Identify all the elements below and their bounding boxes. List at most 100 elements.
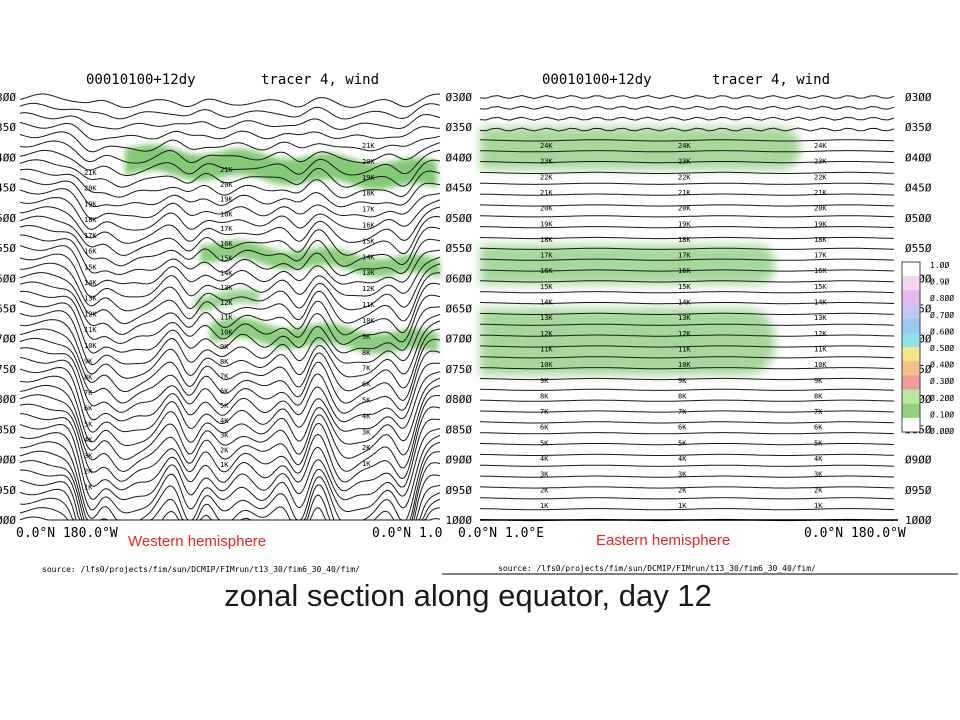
contour-label: 20K	[362, 158, 375, 166]
contour-label: 12K	[678, 330, 691, 338]
contour-line	[19, 290, 441, 345]
west-x-end-label: 0.0°N 1.0	[372, 526, 442, 541]
east-x-end-label: 0.0°N 180.0°W	[804, 526, 906, 541]
contour-label: 22K	[678, 173, 691, 181]
contour-label: 7K	[814, 408, 823, 416]
contour-line	[479, 334, 895, 337]
contour-line	[479, 269, 895, 272]
contour-label: 17K	[540, 252, 553, 260]
contour-line	[479, 367, 895, 370]
contour-label: 10K	[362, 317, 375, 325]
contour-label: 16K	[814, 267, 827, 275]
contour-label: 17K	[220, 225, 233, 233]
contour-label: 24K	[678, 142, 691, 150]
colorbar-label: Ø.1ØØ	[930, 409, 954, 419]
east-title-field: tracer 4, wind	[712, 72, 830, 88]
contour-line	[479, 139, 895, 142]
contour-label: 6K	[678, 424, 687, 432]
contour-line	[479, 150, 895, 153]
contour-line	[19, 122, 440, 141]
y-tick-label: Ø45Ø	[0, 182, 16, 195]
colorbar-swatch	[902, 304, 920, 320]
contour-line	[479, 193, 895, 196]
y-tick-label: Ø65Ø	[0, 303, 16, 316]
west-y-axis: Ø3ØØØ35ØØ4ØØØ45ØØ5ØØØ55ØØ6ØØØ65ØØ7ØØØ75Ø…	[0, 91, 16, 527]
contour-label: 8K	[220, 358, 229, 366]
contour-line	[19, 375, 441, 446]
contour-line	[479, 475, 895, 478]
y-tick-label: Ø5ØØ	[0, 212, 16, 225]
contour-label: 2K	[84, 468, 93, 476]
contour-label: 20K	[84, 185, 97, 193]
contour-label: 13K	[84, 295, 97, 303]
contour-line	[19, 102, 441, 120]
contour-label: 4K	[220, 417, 229, 425]
y-tick-label: Ø3ØØ	[0, 91, 16, 104]
contour-label: 13K	[540, 314, 553, 322]
colorbar-swatch	[902, 332, 920, 348]
contour-line	[479, 247, 895, 250]
contour-line	[479, 204, 895, 207]
y-tick-label: Ø55Ø	[905, 242, 932, 255]
contour-label: 11K	[220, 314, 233, 322]
y-tick-label: Ø4ØØ	[0, 151, 16, 164]
contour-label: 16K	[84, 248, 97, 256]
colorbar-label: Ø.7ØØ	[930, 310, 954, 320]
y-tick-label: Ø35Ø	[446, 121, 473, 134]
contour-line	[479, 410, 895, 413]
y-tick-label: Ø4ØØ	[446, 151, 473, 164]
contour-line	[479, 182, 895, 185]
contour-line	[19, 168, 441, 199]
colorbar-label: Ø.8ØØ	[930, 293, 954, 303]
contour-label: 3K	[362, 428, 371, 436]
contour-label: 10K	[540, 361, 553, 369]
contour-label: 4K	[84, 436, 93, 444]
contour-label: 5K	[362, 396, 371, 404]
tracer-layer	[480, 308, 775, 375]
contour-line	[19, 159, 441, 188]
contour-line	[19, 188, 441, 220]
contour-label: 19K	[540, 220, 553, 228]
contour-label: 6K	[84, 405, 93, 413]
contour-line	[479, 280, 895, 283]
contour-line	[479, 161, 895, 164]
contour-line	[19, 178, 441, 208]
contour-label: 3K	[84, 452, 93, 460]
contour-label: 11K	[678, 345, 691, 353]
contour-line	[479, 105, 895, 110]
contour-line	[479, 421, 895, 424]
contour-label: 10K	[814, 361, 827, 369]
contour-label: 19K	[814, 220, 827, 228]
contour-label: 18K	[678, 236, 691, 244]
eastern-hemisphere-label: Eastern hemisphere	[596, 532, 731, 549]
contour-line	[19, 394, 441, 472]
west-contour-labels: 21K20K19K18K17K16K15K14K13K12K11K10K9K8K…	[84, 142, 375, 491]
contour-label: 14K	[540, 299, 553, 307]
contour-line	[19, 281, 441, 336]
east-contour-lines	[479, 94, 898, 522]
west-panel: 00010100+12dy tracer 4, wind 21K20K19K18…	[0, 72, 442, 574]
y-tick-label: 1ØØØ	[0, 514, 16, 527]
east-contour-labels: 24K23K22K21K20K19K18K17K16K15K14K13K12K1…	[540, 142, 827, 510]
contour-line	[19, 432, 441, 514]
contour-label: 9K	[362, 333, 371, 341]
contour-label: 16K	[220, 240, 233, 248]
contour-label: 1K	[220, 461, 229, 469]
contour-label: 8K	[814, 392, 823, 400]
contour-label: 3K	[678, 471, 687, 479]
east-source: source: /lfs0/projects/fim/sun/DCMIP/FIM…	[498, 564, 816, 573]
contour-label: 19K	[220, 196, 233, 204]
contour-label: 2K	[814, 486, 823, 494]
east-x-start-label: 0.0°N 1.0°E	[458, 526, 544, 541]
y-tick-label: Ø8ØØ	[0, 393, 16, 406]
contour-line	[19, 140, 441, 164]
y-tick-label: Ø55Ø	[446, 242, 473, 255]
contour-label: 21K	[678, 189, 691, 197]
contour-label: 1K	[678, 502, 687, 510]
contour-label: 20K	[678, 205, 691, 213]
colorbar: 1.ØØØ.9ØØ.8ØØØ.7ØØØ.6ØØØ.5ØØØ.4ØØØ.3ØØØ.…	[901, 260, 954, 436]
y-tick-label: Ø95Ø	[905, 484, 932, 497]
contour-label: 9K	[678, 377, 687, 385]
contour-label: 15K	[540, 283, 553, 291]
contour-label: 7K	[678, 408, 687, 416]
